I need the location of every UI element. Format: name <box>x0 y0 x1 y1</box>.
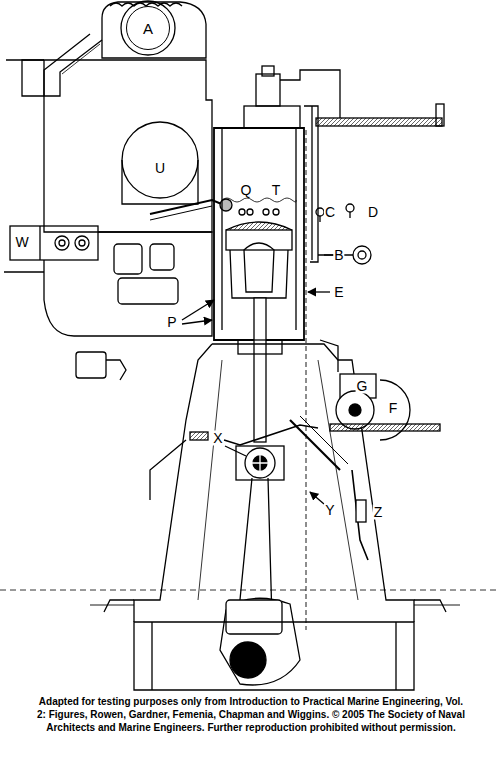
callout-letter: Z <box>373 505 384 520</box>
callout-letter: T <box>271 183 282 198</box>
callout-letter: X <box>212 431 223 446</box>
callout-letter: E <box>333 285 344 300</box>
callout-letter: C <box>324 205 336 220</box>
callout-letter: A <box>143 20 153 37</box>
callout-letter: Y <box>324 503 335 518</box>
callout-letter: F <box>388 401 399 416</box>
figure-caption: Adapted for testing purposes only from I… <box>36 695 466 734</box>
callout-letter: W <box>14 235 29 250</box>
callout-letter: D <box>367 205 379 220</box>
callout-letter: P <box>166 315 177 330</box>
callout-letter: U <box>154 161 166 176</box>
callout-letter: G <box>356 379 369 394</box>
callout-letter: Q <box>240 183 253 198</box>
turbocharger-circle: A <box>126 6 170 50</box>
callout-letter: B <box>333 248 344 263</box>
